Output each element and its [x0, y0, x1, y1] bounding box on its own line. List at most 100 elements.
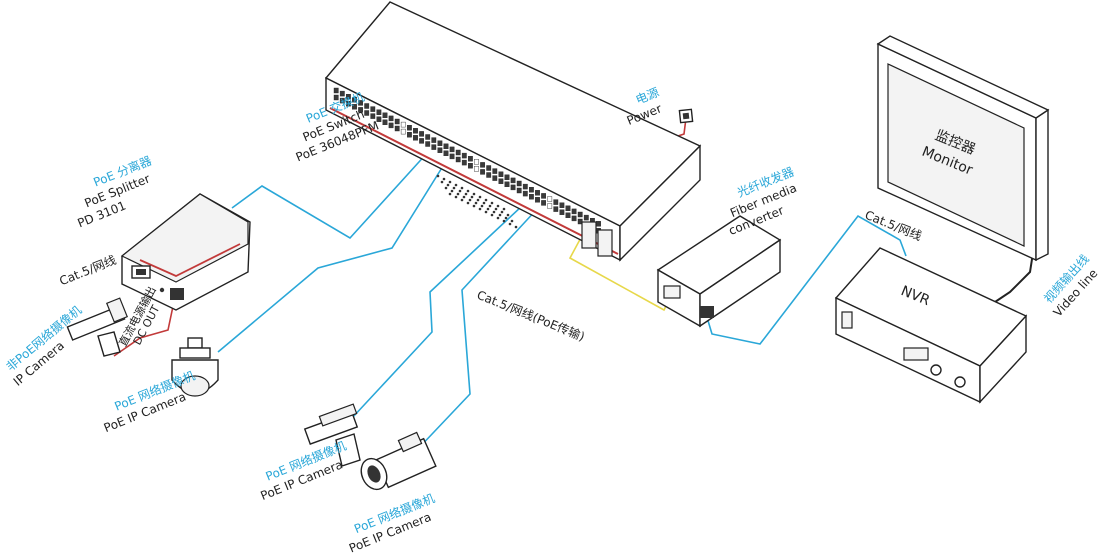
switch-port	[510, 184, 516, 191]
switch-port	[529, 193, 534, 200]
vent-dot	[494, 207, 498, 211]
switch-port	[510, 177, 516, 184]
switch-port	[583, 214, 589, 221]
vent-dot	[470, 195, 474, 199]
ptz-dome-camera	[171, 337, 219, 397]
switch-port	[553, 199, 559, 205]
switch-port	[468, 155, 473, 162]
switch-port	[400, 128, 406, 135]
non-poe-camera	[66, 297, 129, 357]
switch-port	[382, 119, 388, 126]
vent-dot	[500, 210, 504, 214]
switch-port	[346, 93, 351, 100]
vent-dot	[496, 204, 500, 208]
vent-dot	[486, 207, 490, 211]
switch-port	[535, 197, 540, 203]
switch-port	[431, 144, 437, 150]
switch-port	[443, 143, 449, 150]
camera-b-label: PoE 网络摄像机 PoE IP Camera	[347, 490, 437, 555]
switch-port	[370, 106, 376, 112]
switch-port	[498, 178, 504, 184]
splitter-label: PoE 分离器 PoE Splitter PD 3101	[76, 153, 154, 231]
vent-dot	[484, 198, 488, 202]
cable-dc-out	[113, 291, 177, 357]
switch-port	[571, 215, 577, 222]
vent-dot	[468, 198, 472, 202]
cable-fiber-nvr	[705, 214, 907, 345]
vent-dot	[476, 198, 480, 202]
switch-port	[370, 113, 376, 119]
splitter-cat5-label: Cat.5/网线	[57, 253, 118, 288]
vent-dot	[454, 183, 458, 187]
switch-port	[364, 103, 370, 109]
switch-port	[522, 190, 528, 197]
switch-port	[596, 221, 601, 227]
switch-port	[565, 205, 571, 212]
vent-dot	[456, 192, 460, 196]
vent-dot	[480, 204, 484, 208]
switch-port	[461, 159, 467, 166]
switch-vent-dots	[436, 174, 518, 229]
switch-port	[333, 87, 339, 94]
switch-port	[425, 141, 431, 147]
switch-port	[504, 174, 510, 181]
switch-port	[541, 193, 547, 199]
vent-dot	[478, 195, 482, 199]
cable-ptz-switch	[217, 157, 449, 353]
vent-dot	[472, 192, 476, 196]
switch-port	[455, 149, 461, 156]
power-socket	[678, 108, 694, 124]
switch-port	[498, 171, 504, 177]
switch-port	[358, 100, 363, 106]
nvr	[834, 247, 1028, 404]
switch-port	[437, 147, 443, 153]
vent-dot	[450, 189, 454, 193]
switch-port	[504, 181, 510, 188]
switch-port	[358, 107, 363, 113]
switch-port	[559, 202, 565, 208]
vent-dot	[490, 201, 494, 205]
vent-dot	[454, 195, 458, 199]
switch-port	[413, 135, 418, 141]
switch-port	[565, 212, 571, 219]
switch-port	[529, 186, 534, 193]
switch-port	[547, 196, 553, 202]
vent-dot	[460, 198, 464, 202]
poe-splitter	[120, 193, 251, 311]
non-poe-camera-label: 非PoE网络摄像机 IP Camera	[3, 302, 84, 389]
switch-port	[443, 150, 449, 157]
vent-dot	[506, 213, 510, 217]
fiber-label: 光纤收发器 Fiber media converter	[727, 164, 799, 238]
switch-port	[474, 159, 479, 165]
switch-port	[425, 134, 431, 140]
fiber-media-converter	[656, 215, 782, 328]
vent-dot	[496, 216, 500, 220]
vent-dot	[502, 219, 506, 223]
switch-port	[346, 100, 351, 107]
switch-port	[516, 180, 522, 187]
vent-dot	[442, 177, 446, 181]
switch-port	[486, 172, 492, 178]
switch-port	[339, 90, 345, 97]
switch-port	[486, 165, 492, 171]
vent-dot	[466, 189, 470, 193]
switch-port	[461, 152, 467, 159]
switch-port	[407, 131, 412, 138]
vent-dot	[508, 222, 512, 226]
vent-dot	[448, 180, 452, 184]
vent-dot	[510, 219, 514, 223]
switch-port	[571, 208, 577, 215]
switch-port	[388, 122, 394, 129]
switch-port	[419, 131, 424, 137]
vent-dot	[464, 192, 468, 196]
switch-port	[376, 116, 382, 122]
switch-port	[480, 162, 485, 168]
switch-port	[431, 137, 437, 143]
vent-dot	[492, 210, 496, 214]
switch-port	[480, 169, 485, 175]
switch-port-grid	[333, 87, 601, 234]
switch-port	[492, 168, 498, 174]
switch-port	[339, 97, 345, 104]
switch-port	[516, 187, 522, 194]
vent-dot	[498, 213, 502, 217]
